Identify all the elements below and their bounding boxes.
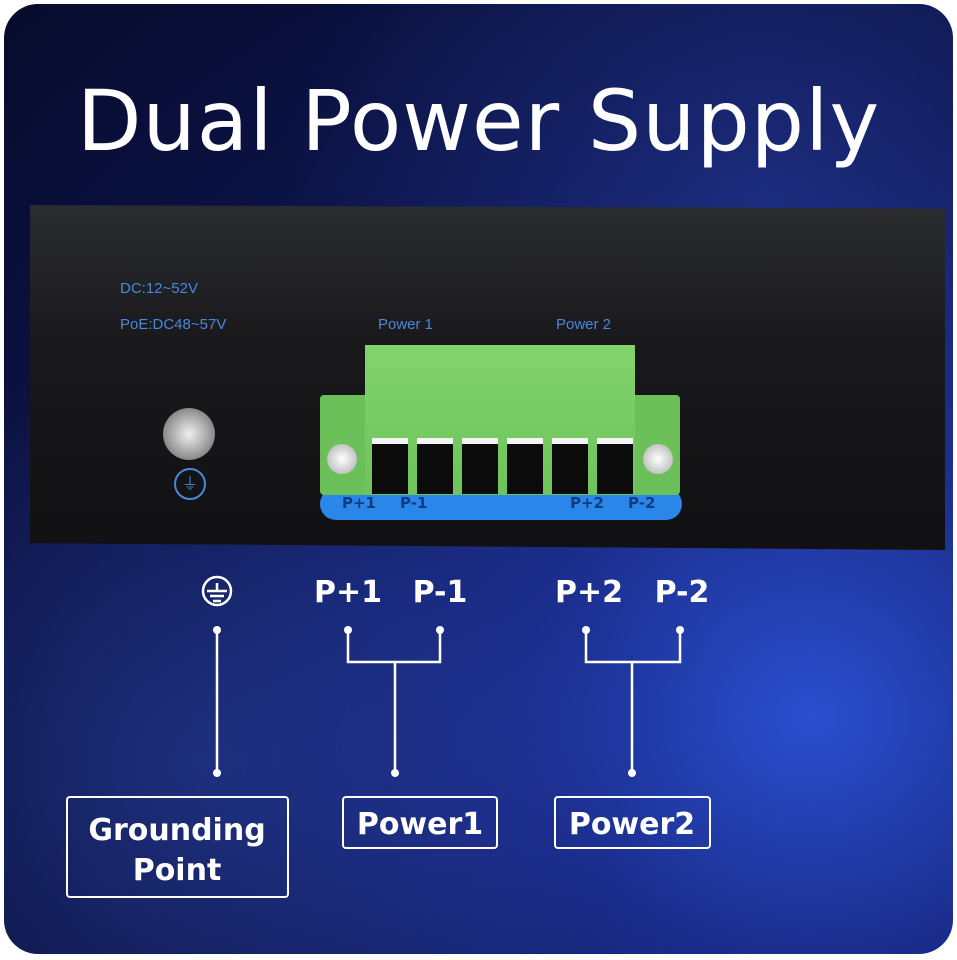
power2-label: Power2 (569, 807, 695, 842)
terminal-p-1: P-1 (413, 575, 468, 610)
terminal-slot (552, 438, 588, 494)
terminal-slot (372, 438, 408, 494)
ground-symbol-lines (207, 583, 227, 603)
power1-box (342, 796, 498, 849)
dc-voltage-label: DC:12~52V (120, 280, 198, 297)
power2-panel-label: Power 2 (556, 316, 612, 333)
power2-box (554, 796, 711, 849)
grounding-label-line2: Point (133, 853, 222, 888)
strip-p-2: P-2 (628, 494, 656, 512)
strip-p-1: P-1 (400, 494, 428, 512)
terminal-slot (417, 438, 453, 494)
terminal-slot (507, 438, 543, 494)
terminal-p+2: P+2 (555, 575, 623, 610)
power1-bracket (346, 630, 442, 773)
ground-icon: ⏚ (174, 468, 206, 500)
poe-voltage-label: PoE:DC48~57V (120, 316, 227, 333)
ground-screw (163, 408, 215, 460)
connector-dots (213, 626, 684, 777)
strip-p+2: P+2 (570, 494, 604, 512)
power2-bracket (584, 630, 682, 773)
ground-symbol-icon (201, 575, 233, 607)
power1-panel-label: Power 1 (378, 316, 434, 333)
right-screw (643, 444, 673, 474)
terminal-slot (597, 438, 633, 494)
power1-label: Power1 (357, 807, 483, 842)
left-screw (327, 444, 357, 474)
grounding-label-line1: Grounding (88, 813, 265, 848)
terminal-p-2: P-2 (655, 575, 710, 610)
terminal-plug (365, 345, 635, 495)
terminal-p+1: P+1 (314, 575, 382, 610)
strip-p+1: P+1 (342, 494, 376, 512)
terminal-slot (462, 438, 498, 494)
headline: Dual Power Supply (76, 72, 881, 170)
grounding-point-box (66, 796, 289, 898)
